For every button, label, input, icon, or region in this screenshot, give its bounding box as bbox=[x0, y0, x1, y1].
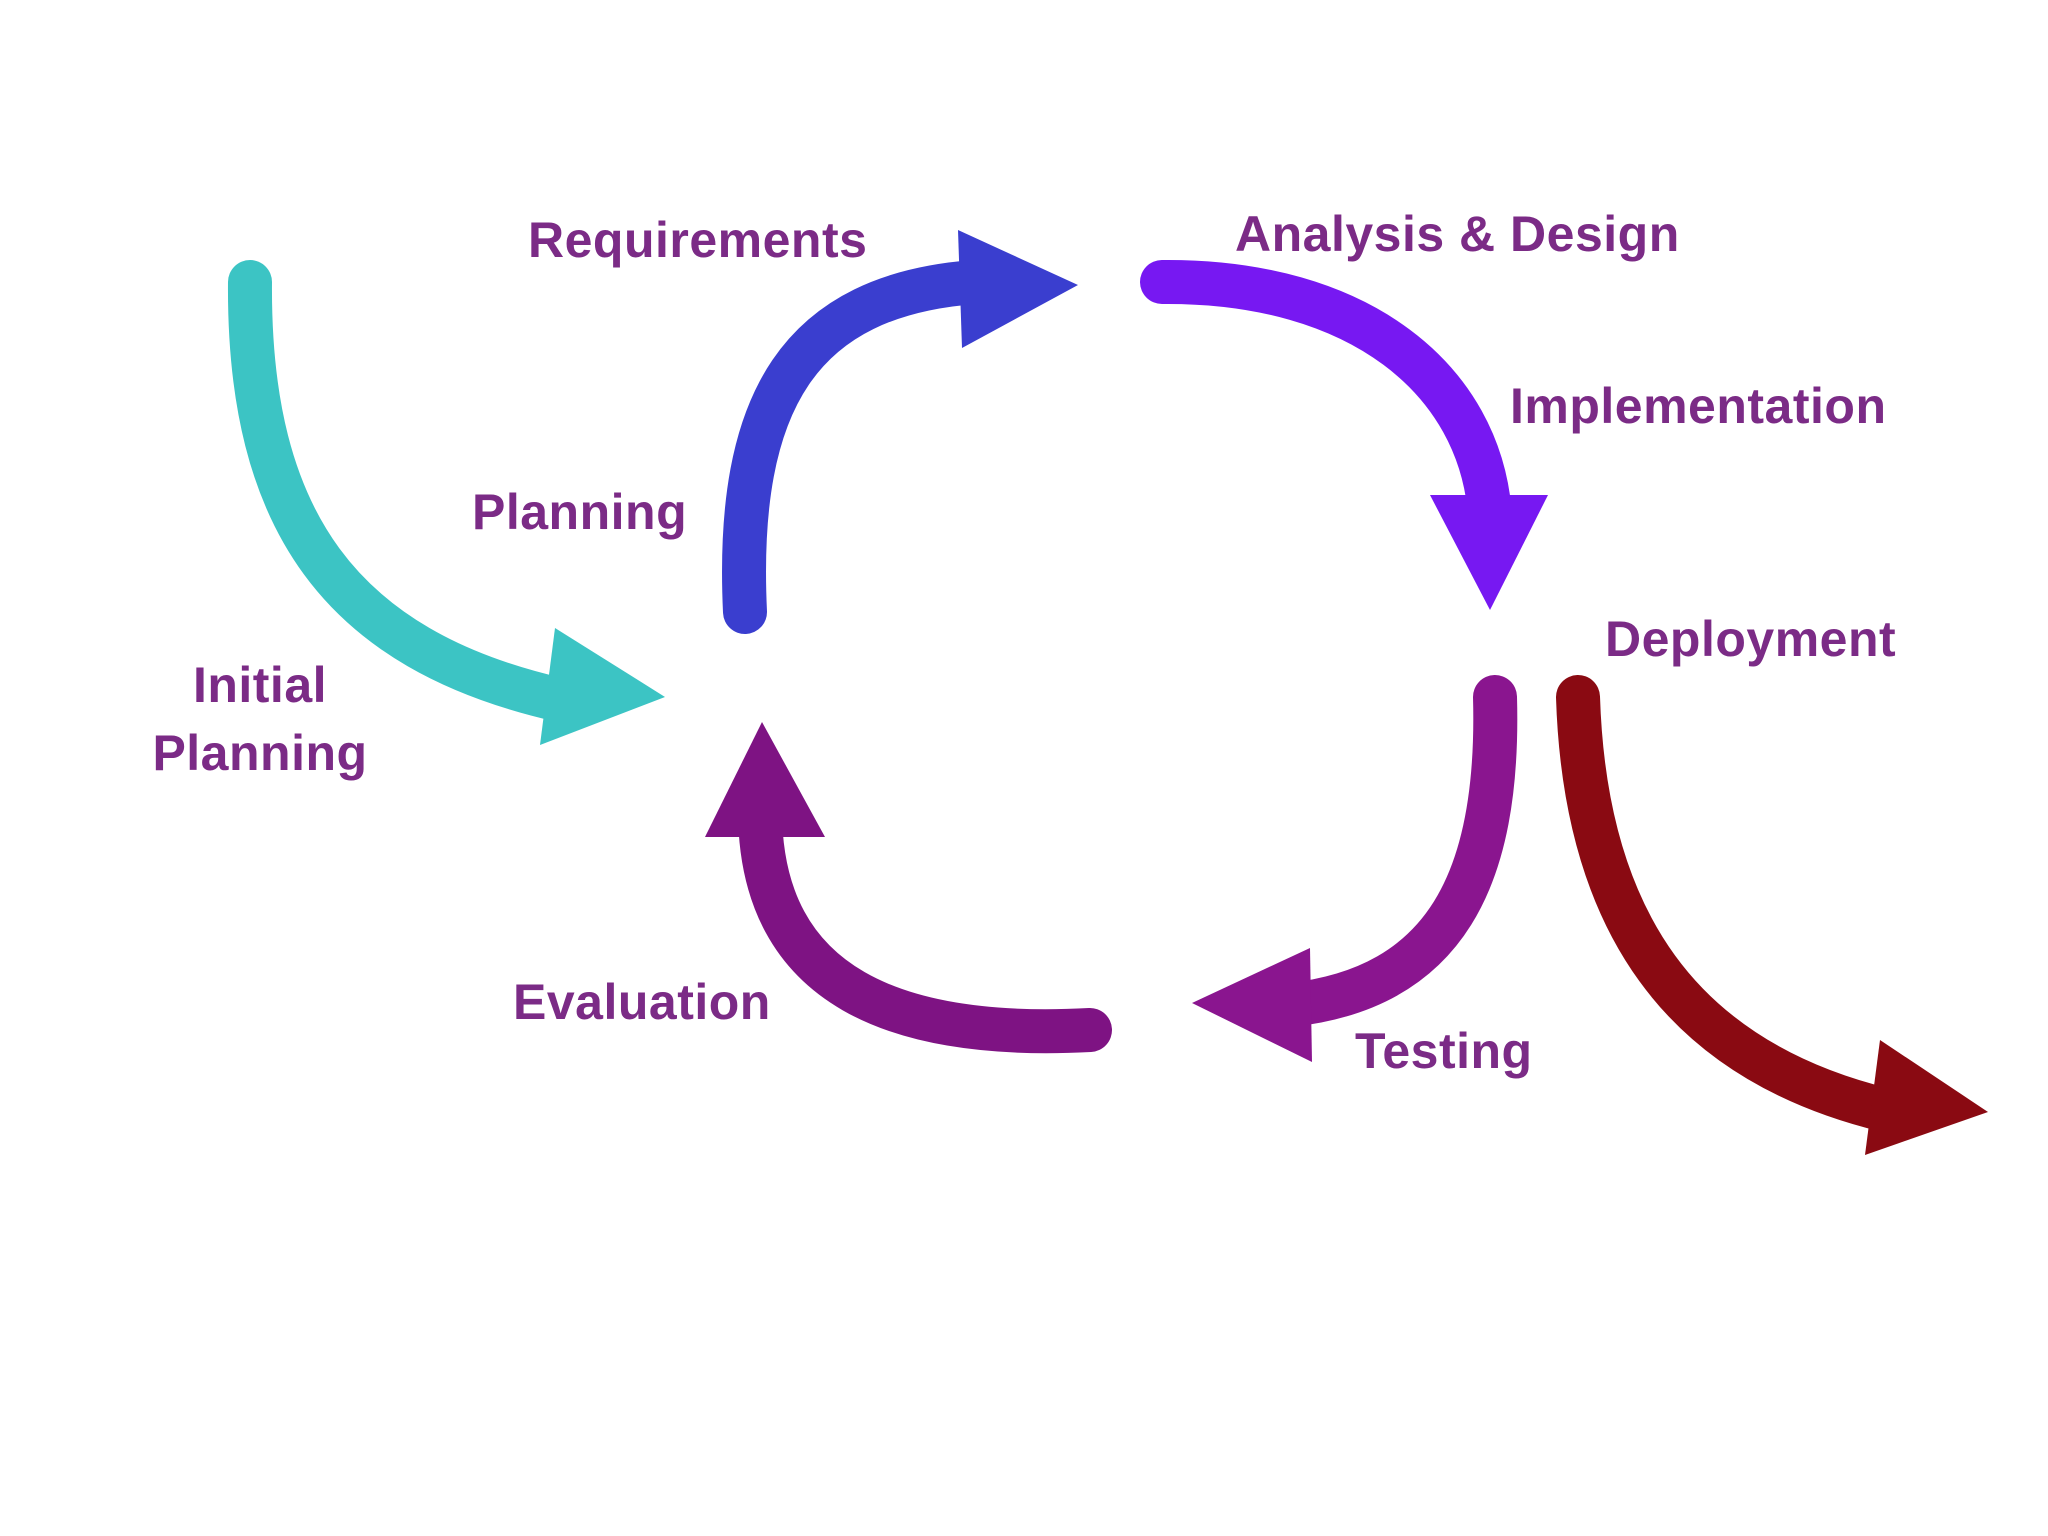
requirements-arrow bbox=[722, 230, 1078, 634]
analysis-design-arrow-shaft bbox=[1140, 259, 1512, 537]
deployment-arrow bbox=[1556, 675, 1988, 1155]
testing-arrow-head bbox=[1192, 948, 1312, 1062]
evaluation-label: Evaluation bbox=[513, 974, 771, 1030]
initial-planning-arrow bbox=[227, 260, 665, 745]
deployment-arrow-shaft bbox=[1556, 675, 1907, 1132]
testing-arrow bbox=[1192, 675, 1518, 1062]
requirements-arrow-shaft bbox=[722, 260, 997, 634]
evaluation-arrow bbox=[705, 722, 1112, 1054]
implementation-label: Implementation bbox=[1510, 378, 1887, 434]
planning-label: Planning bbox=[472, 484, 688, 540]
deployment-arrow-head bbox=[1865, 1040, 1988, 1155]
initial-planning-arrow-head bbox=[540, 628, 665, 745]
initial-planning-label-line2: Planning bbox=[152, 725, 368, 781]
evaluation-arrow-shaft bbox=[738, 788, 1112, 1054]
evaluation-arrow-head bbox=[705, 722, 825, 837]
requirements-arrow-head bbox=[958, 230, 1078, 348]
analysis-design-label: Analysis & Design bbox=[1235, 206, 1680, 262]
testing-label: Testing bbox=[1355, 1023, 1533, 1079]
initial-planning-label: Initial Planning bbox=[110, 651, 410, 787]
requirements-label: Requirements bbox=[528, 212, 868, 268]
testing-arrow-shaft bbox=[1268, 675, 1518, 1027]
analysis-design-arrow-head bbox=[1430, 495, 1548, 610]
initial-planning-arrow-shaft bbox=[227, 260, 582, 722]
initial-planning-label-line1: Initial bbox=[192, 657, 328, 713]
deployment-label: Deployment bbox=[1605, 611, 1897, 667]
analysis-design-arrow bbox=[1140, 259, 1548, 610]
